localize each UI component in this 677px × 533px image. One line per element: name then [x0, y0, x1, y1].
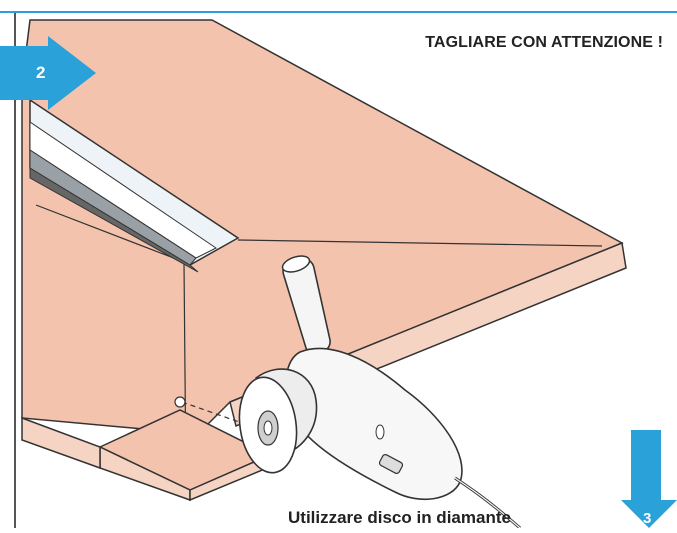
channel-lip: [29, 149, 197, 266]
tool-caption: Utilizzare disco in diamante: [288, 508, 511, 527]
arrow-right-icon: [0, 36, 96, 110]
step-indicator-next[interactable]: 3: [621, 430, 677, 528]
step-indicator-current: 2: [0, 36, 96, 110]
next-step-number: 3: [643, 510, 652, 527]
drill-point: [174, 396, 186, 408]
top-rule: [0, 11, 677, 13]
step-number: 2: [36, 63, 46, 82]
warning-heading: TAGLIARE CON ATTENZIONE !: [425, 34, 663, 51]
angle-grinder-icon: [238, 255, 521, 528]
cut-line-top: [237, 239, 603, 247]
slope-line: [35, 204, 185, 263]
panel-lower-left: [21, 416, 101, 470]
arrow-down-icon: [621, 430, 677, 528]
left-rule: [14, 13, 16, 528]
